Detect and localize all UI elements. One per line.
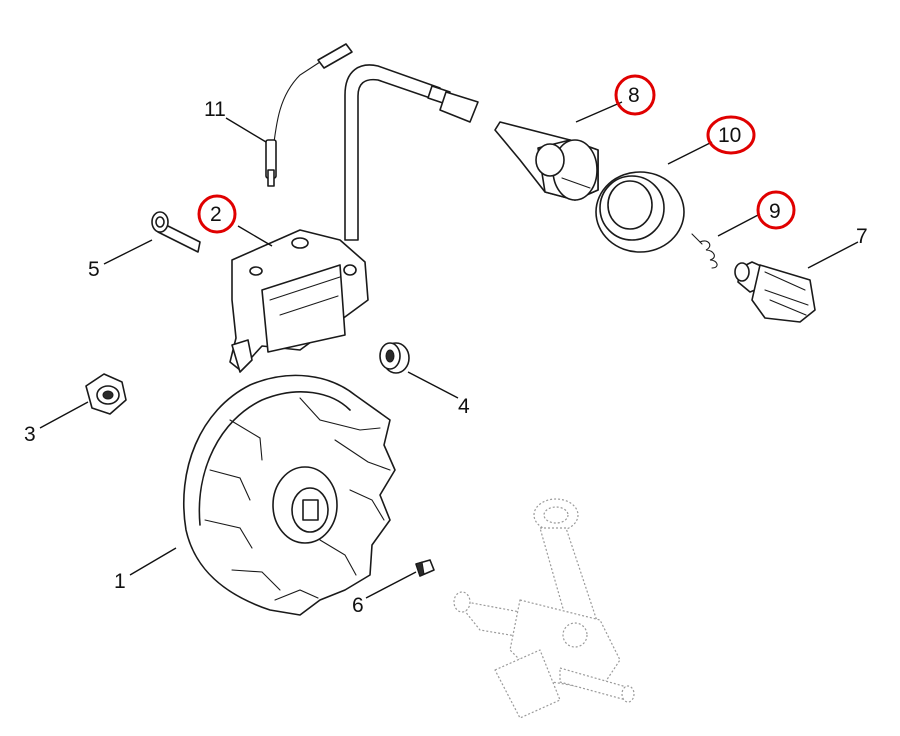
callout-labels: 1 2 3 4 5 6 7 8 9 10 11 (24, 84, 868, 617)
part-7-spark-plug (734, 261, 816, 323)
part-10-grommet (595, 171, 685, 253)
callout-label-4: 4 (458, 395, 470, 418)
part-8-spark-plug-boot (494, 121, 599, 201)
highlight-circle-2 (197, 194, 237, 234)
leader-4 (407, 371, 459, 399)
leader-7 (807, 241, 859, 269)
callout-label-8: 8 (628, 84, 640, 107)
leader-11 (225, 117, 267, 143)
part-2-ignition-coil (229, 64, 479, 373)
highlight-circle-10 (706, 115, 756, 155)
callout-label-2: 2 (210, 203, 222, 226)
highlight-circles (197, 74, 796, 234)
part-9-spring (691, 233, 718, 269)
leader-5 (103, 239, 153, 265)
part-1-flywheel (182, 374, 396, 616)
callout-label-5: 5 (88, 258, 100, 281)
part-4-bushing (379, 342, 410, 374)
part-3-nut (85, 373, 127, 415)
callout-label-10: 10 (718, 124, 741, 147)
callout-label-9: 9 (769, 200, 781, 223)
leader-3 (39, 401, 89, 429)
highlight-circle-8 (614, 74, 656, 116)
leader-1 (129, 547, 177, 576)
callout-label-1: 1 (114, 570, 126, 593)
part-6-key (415, 559, 435, 577)
crankshaft-ghost (453, 498, 635, 719)
callout-label-7: 7 (856, 225, 868, 248)
callout-label-11: 11 (204, 98, 226, 121)
callout-label-3: 3 (24, 423, 36, 446)
leader-9 (717, 213, 761, 237)
part-5-bolt (151, 211, 201, 253)
leader-lines (39, 101, 859, 599)
part-11-wire-terminal (265, 43, 353, 187)
highlight-circle-9 (756, 190, 796, 230)
callout-label-6: 6 (352, 594, 364, 617)
leader-6 (365, 571, 417, 599)
leader-2 (237, 225, 273, 247)
leader-8 (575, 101, 623, 123)
leader-10 (667, 141, 713, 165)
